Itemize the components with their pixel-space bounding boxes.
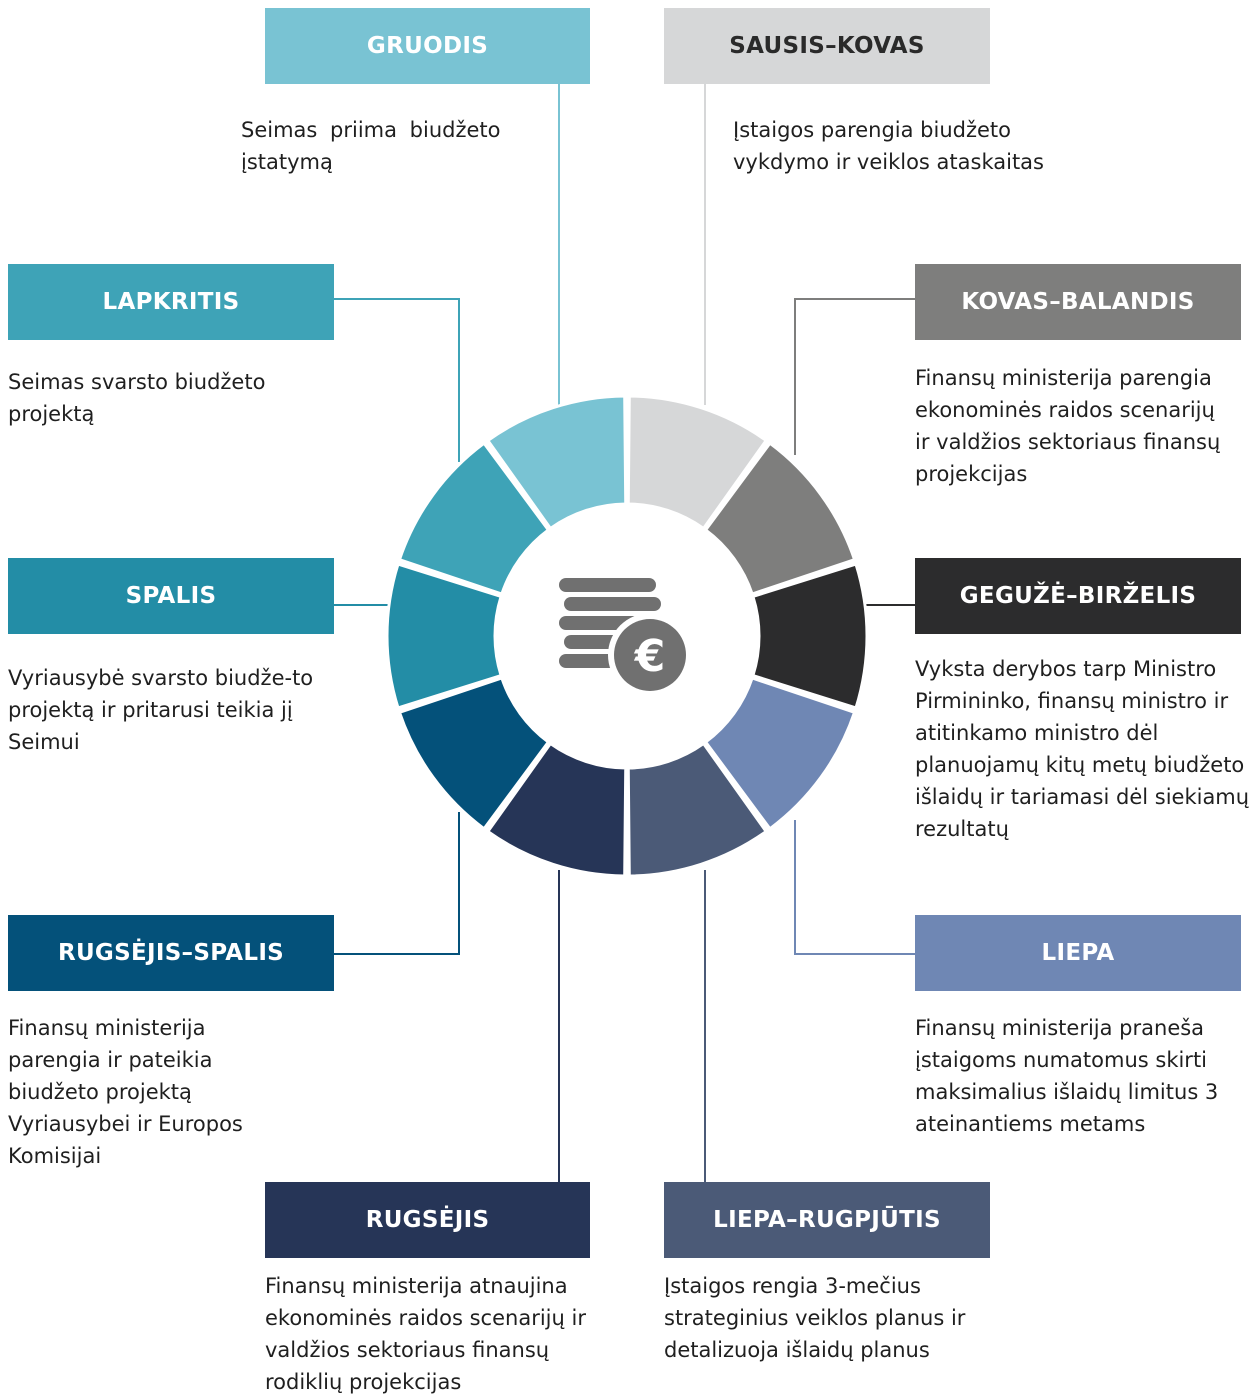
ring-segment-rugsejis-spalis: [397, 676, 551, 831]
phase-desc-spalis: Vyriausybė svarsto biudže-to projektą ir…: [8, 666, 314, 754]
phase-box-kovas-balandis: KOVAS–BALANDIS: [915, 264, 1241, 340]
phase-box-liepa-rugpjutis: LIEPA–RUGPJŪTIS: [664, 1182, 990, 1258]
phase-desc-sausis-kovas: Įstaigos parengia biudžeto vykdymo ir ve…: [733, 118, 1044, 174]
phase-title-liepa: LIEPA: [1041, 940, 1115, 966]
ring-segment-spalis: [385, 562, 503, 710]
phase-desc-geguze-birzelis: Vyksta derybos tarp Ministro Pirmininko,…: [915, 657, 1250, 841]
phase-desc-lapkritis: Seimas svarsto biudžeto projektą: [8, 370, 266, 426]
ring-segment-liepa-rugpjutis: [626, 741, 769, 878]
phase-title-gruodis: GRUODIS: [366, 33, 489, 59]
phase-box-liepa: LIEPA: [915, 915, 1241, 991]
phase-title-kovas-balandis: KOVAS–BALANDIS: [961, 289, 1195, 315]
phase-title-spalis: SPALIS: [125, 583, 217, 609]
phase-box-gruodis: GRUODIS: [265, 8, 590, 84]
phase-desc-rugsejis: Finansų ministerija atnaujina ekonominės…: [265, 1274, 586, 1394]
phase-title-rugsejis: RUGSĖJIS: [365, 1207, 490, 1233]
phase-title-lapkritis: LAPKRITIS: [102, 289, 240, 315]
connector-rugsejis-spalis: [334, 812, 460, 955]
connector-lapkritis: [334, 298, 460, 462]
phase-desc-liepa: Finansų ministerija praneša įstaigoms nu…: [915, 1016, 1219, 1136]
phase-box-rugsejis-spalis: RUGSĖJIS–SPALIS: [8, 915, 334, 991]
ring-segment-kovas-balandis: [703, 441, 857, 596]
phase-desc-rugsejis-spalis: Finansų ministerija parengia ir pateikia…: [8, 1016, 243, 1168]
connector-kovas-balandis: [794, 298, 915, 455]
phase-desc-gruodis: Seimas priima biudžeto įstatymą: [241, 118, 501, 174]
phase-desc-kovas-balandis: Finansų ministerija parengia ekonominės …: [915, 366, 1221, 486]
svg-text:€: €: [634, 631, 666, 682]
phase-title-sausis-kovas: SAUSIS–KOVAS: [729, 33, 925, 59]
ring-segment-rugsejis: [485, 741, 628, 878]
euro-coins-icon: €: [559, 578, 692, 697]
ring-segment-lapkritis: [397, 441, 551, 596]
phase-box-rugsejis: RUGSĖJIS: [265, 1182, 590, 1258]
ring-segment-liepa: [703, 676, 857, 831]
ring-segment-sausis-kovas: [626, 394, 769, 531]
phase-box-sausis-kovas: SAUSIS–KOVAS: [664, 8, 990, 84]
phase-desc-liepa-rugpjutis: Įstaigos rengia 3-mečius strateginius ve…: [664, 1274, 966, 1362]
connector-liepa: [794, 820, 915, 955]
phase-box-geguze-birzelis: GEGUŽĖ–BIRŽELIS: [915, 558, 1241, 634]
phase-box-spalis: SPALIS: [8, 558, 334, 634]
phase-box-lapkritis: LAPKRITIS: [8, 264, 334, 340]
ring-segment-geguze-birzelis: [751, 562, 869, 710]
ring-segment-gruodis: [485, 394, 628, 531]
phase-title-geguze-birzelis: GEGUŽĖ–BIRŽELIS: [959, 583, 1197, 609]
phase-title-rugsejis-spalis: RUGSĖJIS–SPALIS: [57, 940, 285, 966]
phase-title-liepa-rugpjutis: LIEPA–RUGPJŪTIS: [713, 1207, 941, 1233]
